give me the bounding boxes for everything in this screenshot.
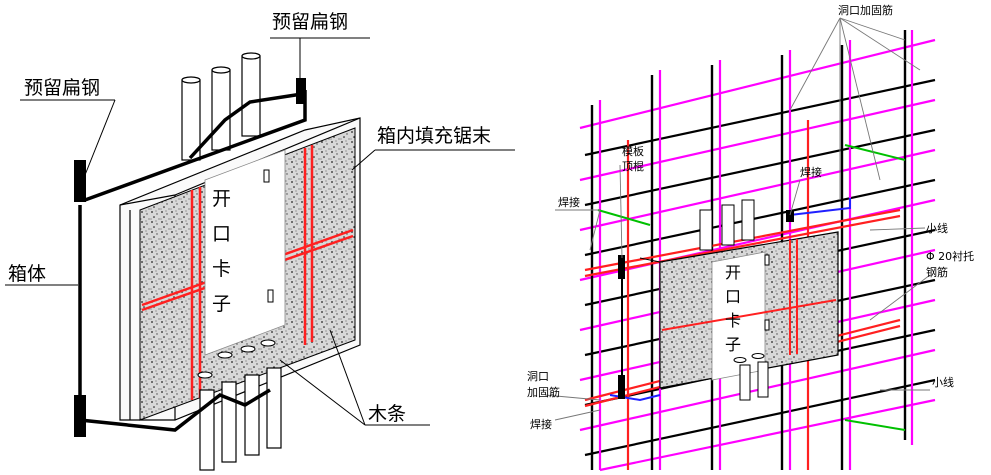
svg-text:模板: 模板: [622, 144, 644, 158]
svg-text:卡: 卡: [212, 258, 231, 280]
label-reserved-flat-steel-left: 预留扁钢: [24, 77, 100, 99]
opening-clip-area: [204, 149, 286, 356]
label-small-wire-top: 小线: [926, 221, 948, 235]
electrical-box: [639, 231, 839, 389]
left-leader-lines: [5, 37, 515, 426]
svg-text:子: 子: [725, 335, 741, 354]
label-formwork-brace: 模板 顶棍: [622, 144, 644, 173]
svg-text:开: 开: [725, 263, 741, 282]
label-sawdust-fill: 箱内填充锯末: [377, 125, 491, 147]
svg-text:子: 子: [212, 293, 231, 315]
label-opening-rebar-top: 洞口加固筋: [838, 3, 893, 17]
svg-text:钢筋: 钢筋: [926, 265, 948, 279]
label-opening-clip-left: 开 口 卡 子: [212, 188, 231, 315]
flat-steel-ends: [74, 78, 306, 437]
right-rebar-diagram: 洞口加固筋 模板 顶棍 焊接 焊接 小线 Φ 20衬托 钢筋 洞口 加固筋 小线…: [527, 3, 974, 472]
svg-text:卡: 卡: [725, 311, 741, 330]
top-conduit-pipes: [181, 52, 261, 161]
left-box-diagram: 预留扁钢 预留扁钢 箱内填充锯末 箱体 木条 开 口 卡 子: [5, 11, 515, 471]
right-conduit-pipes: [699, 199, 769, 401]
bottom-conduit-pipes: [199, 367, 282, 471]
svg-text:口: 口: [725, 287, 741, 306]
label-weld-bottom: 焊接: [530, 417, 552, 431]
svg-text:Φ 20衬托: Φ 20衬托: [926, 249, 974, 263]
svg-text:口: 口: [212, 223, 231, 245]
small-fixtures: [197, 169, 276, 379]
svg-text:顶棍: 顶棍: [622, 159, 644, 173]
label-reserved-flat-steel-top: 预留扁钢: [272, 11, 348, 33]
label-wood-strip: 木条: [368, 403, 406, 425]
label-support-rebar: Φ 20衬托 钢筋: [926, 249, 974, 279]
svg-text:加固筋: 加固筋: [527, 385, 560, 399]
green-ties: [597, 144, 906, 431]
svg-text:洞口: 洞口: [527, 370, 549, 383]
right-leader-lines: [544, 17, 931, 421]
label-opening-rebar-bottom: 洞口 加固筋: [527, 370, 560, 399]
right-flat-steel: [618, 210, 794, 399]
label-weld-mid: 焊接: [800, 165, 822, 179]
label-small-wire-bottom: 小线: [932, 375, 954, 389]
label-weld-left: 焊接: [558, 195, 580, 209]
label-box-body: 箱体: [8, 263, 46, 285]
label-opening-clip-right: 开 口 卡 子: [725, 263, 741, 354]
svg-text:开: 开: [212, 188, 231, 210]
